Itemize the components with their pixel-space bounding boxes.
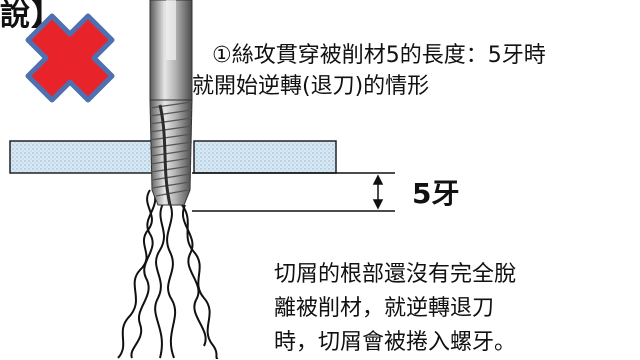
- chip-note-line-3: 時，切屑會被捲入螺牙。: [274, 330, 517, 355]
- description-line-2: 就開始逆轉(退刀)的情形: [192, 74, 430, 99]
- chip-note-line-1: 切屑的根部還沒有完全脫: [274, 262, 517, 287]
- tap-tool: [149, 0, 193, 206]
- depth-dimension: [192, 172, 395, 212]
- chip-strands: [117, 189, 219, 359]
- depth-label: 5牙: [412, 177, 460, 210]
- workpiece-plate: [9, 140, 337, 174]
- description-line-1: ①絲攻貫穿被削材5的長度：5牙時: [212, 43, 546, 68]
- chip-note-line-2: 離被削材，就逆轉退刀: [274, 296, 495, 321]
- red-x-icon: [25, 13, 115, 103]
- chip-note: 切屑的根部還沒有完全脫 離被削材，就逆轉退刀 時，切屑會被捲入螺牙。: [274, 258, 516, 360]
